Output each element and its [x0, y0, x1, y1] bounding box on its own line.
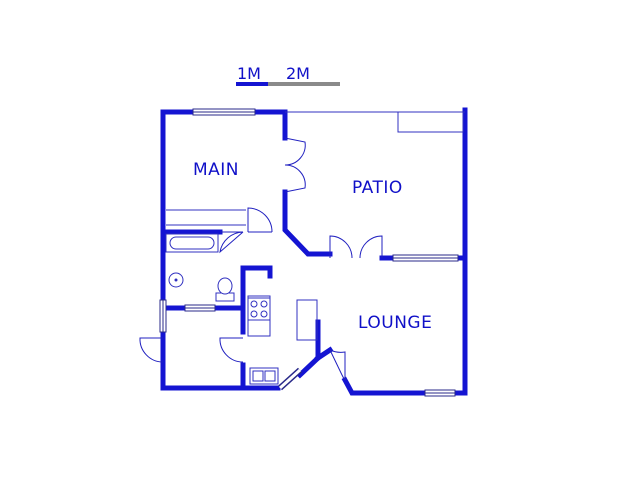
- room-label-lounge: LOUNGE: [358, 313, 432, 333]
- window-kitchen-angle: [277, 367, 303, 391]
- door-main-wardrobe: [284, 137, 306, 193]
- wall-kitchen-top: [240, 265, 273, 279]
- room-labels: MAIN PATIO LOUNGE: [193, 160, 432, 333]
- doors: [139, 137, 383, 381]
- scale-bar: 1M 2M: [236, 64, 340, 86]
- windows: [159, 108, 459, 397]
- door-main-entry: [247, 207, 273, 233]
- door-kitchen: [219, 337, 244, 363]
- stove: [247, 297, 271, 321]
- window-west: [159, 299, 167, 333]
- door-lounge-passage: [329, 349, 346, 381]
- walls: [160, 107, 468, 396]
- scale-label-1m: 1M: [237, 64, 261, 83]
- window-main-north: [192, 108, 256, 116]
- basin: [168, 272, 184, 288]
- room-label-main: MAIN: [193, 160, 239, 180]
- door-patio-double: [329, 235, 383, 259]
- wall-passage-stub: [314, 346, 334, 362]
- window-bath-south: [184, 304, 216, 312]
- scale-label-2m: 2M: [286, 64, 310, 83]
- kitchen-counter: [296, 299, 318, 341]
- room-label-patio: PATIO: [352, 178, 403, 198]
- door-bathroom: [219, 231, 244, 254]
- wall-main-east-lower: [282, 189, 333, 257]
- kitchen-sink: [249, 367, 279, 385]
- window-patio-south: [392, 254, 459, 262]
- wall-kitchen-angle: [296, 319, 321, 379]
- toilet: [215, 277, 235, 302]
- patio-planter: [397, 111, 464, 133]
- window-lounge-south: [424, 389, 456, 397]
- fixtures: [165, 233, 279, 385]
- door-bedroom2: [139, 337, 164, 363]
- bathtub: [165, 233, 219, 253]
